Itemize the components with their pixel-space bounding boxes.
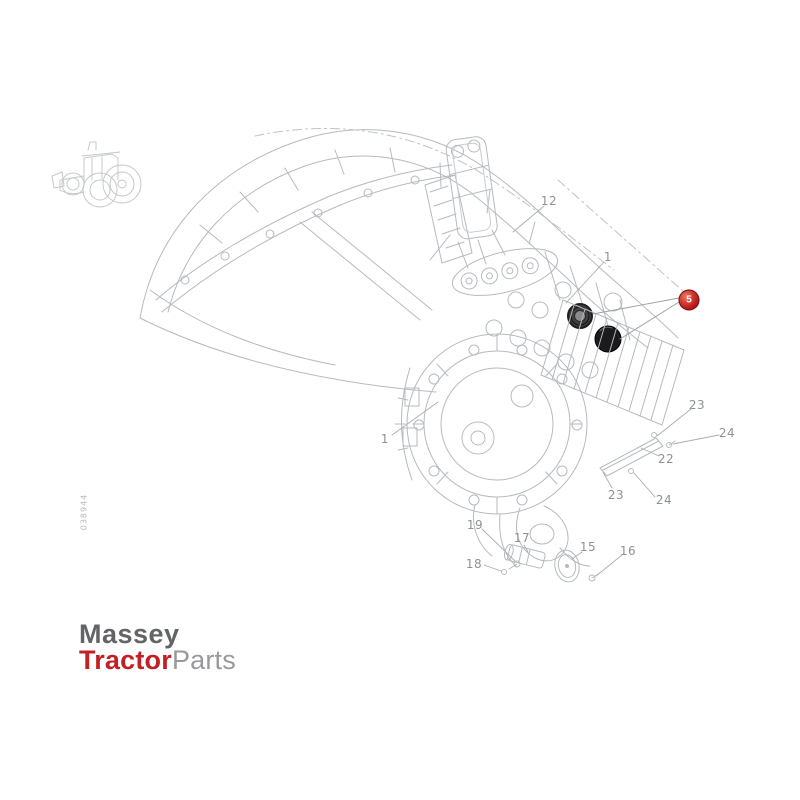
highlight-badge-label: 5 xyxy=(686,294,692,306)
screws xyxy=(501,560,601,582)
louver-fins xyxy=(540,299,685,426)
tractor-thumbnail-sketch xyxy=(51,141,142,208)
highlight-leader-lines xyxy=(592,297,680,340)
valve-plugs xyxy=(485,281,623,379)
brand-logo-parts: Parts xyxy=(171,645,236,675)
fender-bolt-rail xyxy=(155,164,457,313)
gauge-cluster xyxy=(451,248,559,296)
brand-logo-tractor: Tractor xyxy=(79,645,172,675)
drawing-number-watermark: 038944 xyxy=(79,493,89,531)
highlight-badge[interactable]: 5 xyxy=(678,289,700,311)
brand-logo-massey: Massey xyxy=(79,619,180,649)
brand-logo-line2: TractorParts xyxy=(79,647,236,678)
console-lever xyxy=(445,136,498,240)
brand-logo: Massey TractorParts xyxy=(79,621,236,678)
leader-lines xyxy=(391,205,720,577)
centerlines xyxy=(254,128,685,293)
support-strut xyxy=(299,174,473,321)
bar-part xyxy=(599,432,676,477)
seal-ring xyxy=(554,549,580,583)
